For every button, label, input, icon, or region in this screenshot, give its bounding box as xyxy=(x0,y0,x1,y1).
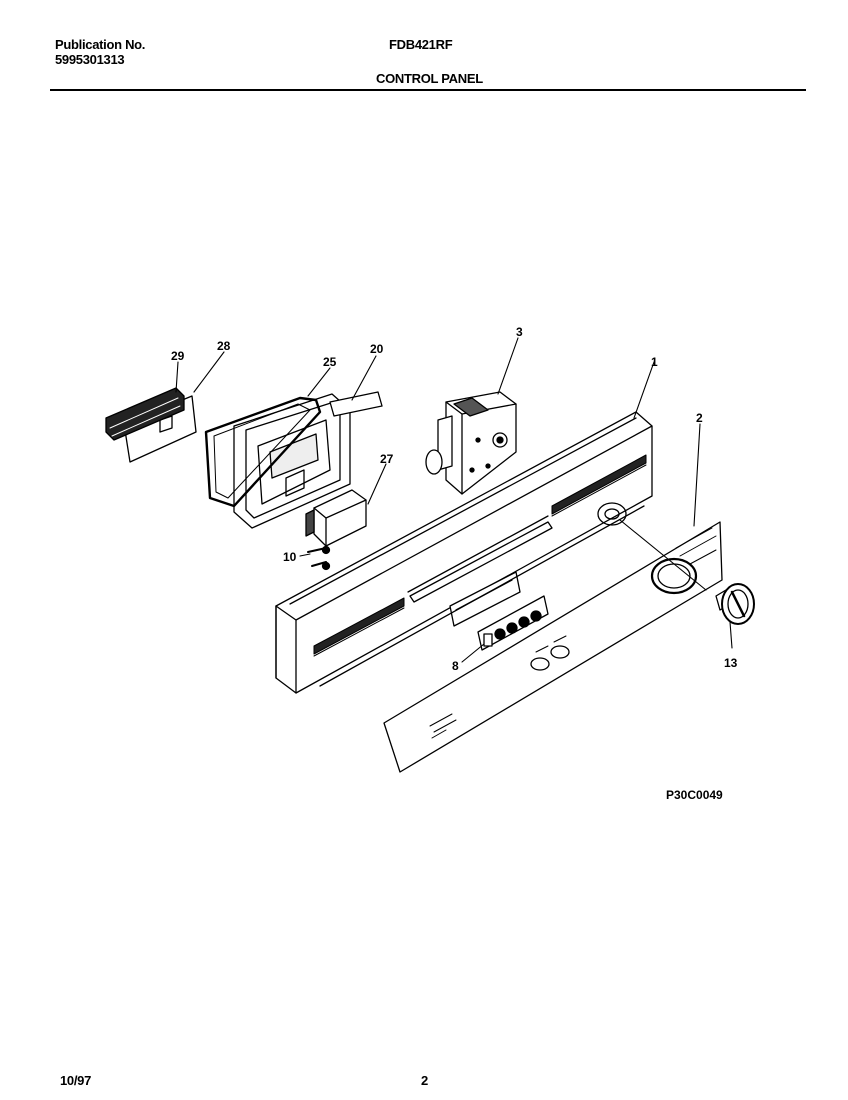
callout-28: 28 xyxy=(217,339,231,353)
model-number: FDB421RF xyxy=(389,37,453,52)
publication-number: 5995301313 xyxy=(55,52,125,67)
leader-lines xyxy=(175,337,733,663)
screws xyxy=(307,545,331,571)
callout-2: 2 xyxy=(696,411,703,425)
vent-left xyxy=(313,597,405,657)
callout-10: 10 xyxy=(283,550,297,564)
timer-assembly xyxy=(425,391,517,495)
callout-29: 29 xyxy=(171,349,185,363)
callout-3: 3 xyxy=(516,325,523,339)
drawing-code: P30C0049 xyxy=(666,788,723,802)
control-panel-console xyxy=(275,411,653,694)
dispenser-housing xyxy=(233,391,383,529)
callout-13: 13 xyxy=(724,656,738,670)
callout-1: 1 xyxy=(651,355,658,369)
page-number: 2 xyxy=(421,1073,428,1088)
callout-27: 27 xyxy=(380,452,394,466)
control-overlay xyxy=(383,521,723,773)
header-rule xyxy=(50,89,806,91)
footer-date: 10/97 xyxy=(60,1073,92,1088)
gasket xyxy=(204,396,322,508)
vent-right xyxy=(551,454,647,517)
callout-20: 20 xyxy=(370,342,384,356)
module-27 xyxy=(305,489,367,547)
callout-8: 8 xyxy=(452,659,459,673)
timer-knob xyxy=(715,583,755,625)
push-button-assembly xyxy=(477,595,549,651)
callout-25: 25 xyxy=(323,355,337,369)
publication-label: Publication No. xyxy=(55,37,146,52)
section-title: CONTROL PANEL xyxy=(376,71,483,86)
callout-labels: 29 28 25 20 3 1 2 27 10 8 13 P30C0049 xyxy=(171,325,738,802)
